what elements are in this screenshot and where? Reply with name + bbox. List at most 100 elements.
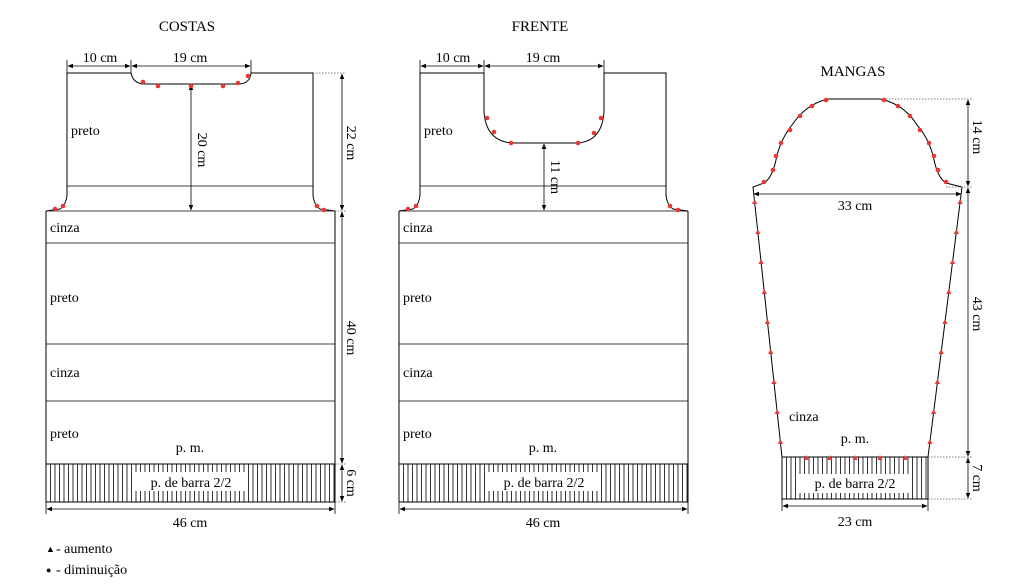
front-label-gray: cinza	[403, 221, 433, 236]
increase-triangle	[953, 229, 959, 234]
front-label-black: preto	[403, 427, 432, 442]
increase-triangle	[877, 455, 883, 460]
decrease-dot	[155, 83, 161, 89]
decrease-dot	[770, 167, 776, 173]
front-title: FRENTE	[512, 19, 569, 35]
increase-triangle	[771, 379, 777, 384]
decrease-dot	[245, 73, 251, 79]
back-neck-side-label: 10 cm	[83, 51, 118, 66]
front-label-stockinette: p. m.	[529, 441, 557, 456]
front-neck-depth-label: 11 cm	[547, 160, 562, 194]
front-decrease-markers	[405, 115, 681, 213]
sleeve-cap-width-label: 33 cm	[838, 199, 873, 214]
decrease-dot	[823, 97, 829, 103]
decrease-dot	[881, 97, 887, 103]
back-piece: COSTAS preto cinza preto cinza preto p. …	[45, 19, 358, 531]
front-neck-width-label: 19 cm	[526, 51, 561, 66]
decrease-dot	[778, 140, 784, 146]
sleeve-increase-markers	[752, 199, 963, 460]
decrease-dot	[314, 203, 320, 209]
decrease-dot	[761, 179, 767, 185]
sleeve-length-label: 43 cm	[969, 297, 984, 332]
legend: ▲ - aumento ● - diminuição	[46, 542, 127, 578]
front-width-label: 46 cm	[526, 516, 561, 531]
sleeve-label-stockinette: p. m.	[841, 432, 869, 447]
increase-triangle	[957, 199, 963, 204]
decrease-dot	[917, 127, 923, 133]
sleeve-outline	[752, 98, 963, 458]
back-label-black: preto	[50, 291, 79, 306]
increase-triangle	[758, 259, 764, 264]
decrease-dot	[321, 207, 327, 213]
back-neck-depth-label: 20 cm	[194, 133, 209, 168]
decrease-dot	[926, 140, 932, 146]
legend-decrease-label: - diminuição	[56, 563, 127, 578]
decrease-dot	[773, 153, 779, 159]
increase-triangle	[934, 379, 941, 384]
back-label-stockinette: p. m.	[176, 441, 204, 456]
increase-triangle	[827, 455, 833, 460]
front-piece: FRENTE preto cinza preto cinza preto p. …	[398, 19, 689, 531]
decrease-dot	[675, 207, 681, 213]
increase-triangle	[931, 409, 937, 414]
decrease-dot	[508, 140, 514, 146]
legend-decrease-symbol: ●	[46, 565, 51, 575]
back-decrease-markers	[52, 73, 327, 213]
decrease-dot	[591, 130, 597, 136]
increase-triangle	[852, 455, 858, 460]
decrease-dot	[235, 80, 241, 86]
increase-triangle	[949, 259, 956, 264]
increase-triangle	[938, 349, 944, 354]
back-label-rib: p. de barra 2/2	[151, 476, 232, 491]
legend-increase-symbol: ▲	[46, 544, 55, 554]
back-rib-height-label: 6 cm	[343, 469, 358, 497]
sleeve-label-gray: cinza	[789, 410, 819, 425]
increase-triangle	[777, 439, 783, 444]
decrease-dot	[809, 103, 815, 109]
decrease-dot	[188, 83, 194, 89]
back-rib-label-bg	[134, 472, 248, 491]
sleeve-cap-height-label: 14 cm	[969, 120, 984, 155]
legend-increase-label: - aumento	[56, 542, 112, 557]
front-label-rib: p. de barra 2/2	[504, 476, 585, 491]
back-armhole-label: 22 cm	[343, 126, 358, 161]
increase-triangle	[942, 319, 948, 324]
decrease-dot	[491, 129, 497, 135]
back-label-black: preto	[71, 124, 100, 139]
decrease-dot	[797, 113, 803, 119]
decrease-dot	[935, 167, 941, 173]
decrease-dot	[667, 203, 673, 209]
increase-triangle	[764, 319, 771, 324]
increase-triangle	[946, 289, 952, 294]
back-neck-width-label: 19 cm	[173, 51, 208, 66]
sleeve-piece: MANGAS cinza p. m. p. de barra 2/2 33 cm…	[752, 64, 984, 530]
sleeve-rib-label-bg	[798, 474, 912, 493]
decrease-dot	[575, 140, 581, 146]
increase-triangle	[927, 439, 933, 444]
decrease-dot	[220, 83, 226, 89]
increase-triangle	[774, 409, 780, 414]
back-label-gray: cinza	[50, 366, 80, 381]
back-title: COSTAS	[159, 19, 215, 35]
front-rib-label-bg	[487, 472, 601, 491]
back-rib-outline	[45, 463, 336, 503]
decrease-dot	[598, 115, 604, 121]
decrease-dot	[895, 103, 901, 109]
decrease-dot	[413, 203, 419, 209]
increase-triangle	[755, 229, 761, 234]
sleeve-cuff-height-label: 7 cm	[969, 464, 984, 492]
front-rib-outline	[398, 463, 689, 503]
decrease-dot	[405, 206, 411, 212]
decrease-dot	[907, 113, 913, 119]
front-label-black: preto	[403, 291, 432, 306]
increase-triangle	[761, 289, 767, 294]
decrease-dot	[140, 79, 146, 85]
decrease-dot	[787, 127, 793, 133]
sleeve-label-rib: p. de barra 2/2	[815, 477, 896, 492]
front-neck-side-label: 10 cm	[436, 51, 471, 66]
back-width-label: 46 cm	[173, 516, 208, 531]
decrease-dot	[52, 206, 58, 212]
decrease-dot	[60, 203, 66, 209]
